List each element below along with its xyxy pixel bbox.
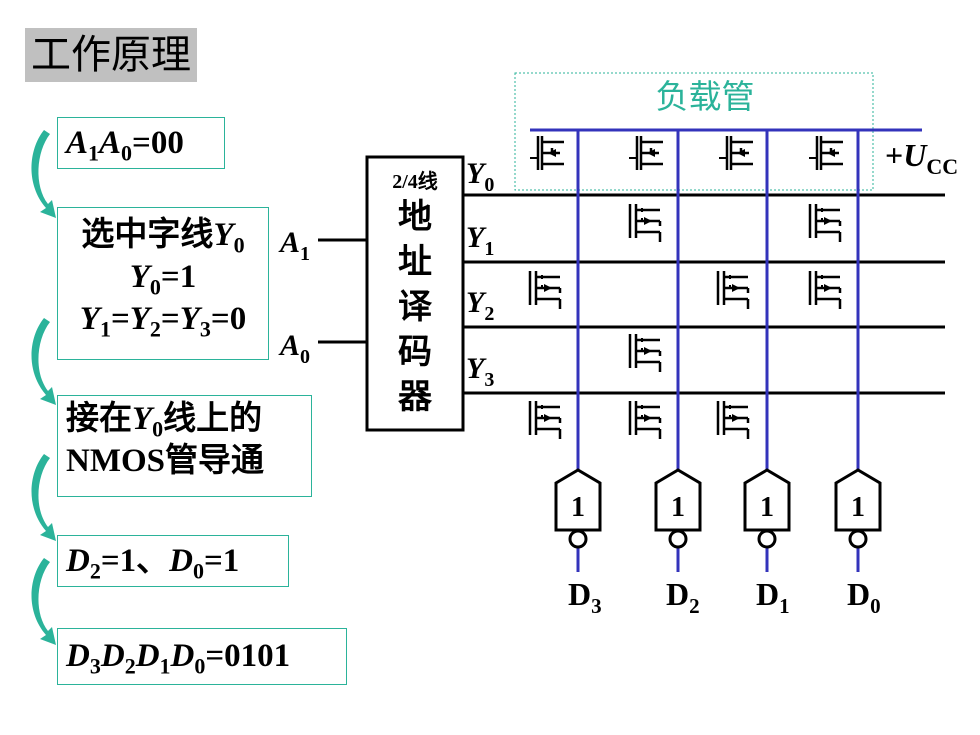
load-label: 负载管: [656, 77, 755, 116]
step-nmos-box: 接在Y0线上的 NMOS管导通: [57, 395, 312, 497]
input-a0-label: A0: [278, 329, 310, 368]
output-d1-label: D1: [756, 576, 790, 618]
decoder-block: [365, 155, 465, 432]
svg-text:1: 1: [571, 492, 585, 523]
output-d0-label: D0: [847, 576, 881, 618]
svg-text:译: 译: [398, 287, 433, 327]
buffer-d1: 1: [743, 468, 791, 549]
buffer-d0: 1: [834, 468, 882, 549]
input-a1-label: A1: [278, 226, 310, 265]
output-d3-label: D3: [568, 576, 602, 618]
svg-text:1: 1: [671, 492, 685, 523]
output-y0-label: Y0: [466, 157, 494, 196]
svg-text:器: 器: [398, 377, 433, 417]
svg-text:址: 址: [398, 242, 432, 282]
decoder-chars: 地 址 译 码 器: [398, 197, 433, 417]
svg-text:1: 1: [851, 492, 865, 523]
output-y2-label: Y2: [466, 286, 494, 325]
section-title: 工作原理: [25, 28, 197, 82]
step-data-box: D2=1、D0=1: [57, 535, 289, 587]
step-select-text: 选中字线: [81, 217, 214, 253]
supply-label: +UCC: [885, 137, 958, 179]
step-select-box: 选中字线Y0 Y0=1 Y1=Y2=Y3=0: [57, 207, 269, 360]
output-y1-label: Y1: [466, 221, 494, 260]
buffer-d2: 1: [654, 468, 702, 549]
step-output-box: D3D2D1D0=0101: [57, 628, 347, 685]
decoder-type-label: 2/4线: [392, 169, 438, 193]
output-d2-label: D2: [666, 576, 700, 618]
step-address-box: A1A0=00: [57, 117, 225, 169]
svg-text:码: 码: [398, 332, 432, 372]
svg-text:地: 地: [398, 197, 432, 237]
svg-text:1: 1: [760, 492, 774, 523]
step-nmos-text: NMOS管导通: [66, 443, 264, 479]
bit-lines: [576, 130, 860, 572]
output-buffers: 1 1 1 1: [554, 468, 882, 549]
word-lines: [463, 193, 945, 395]
output-y3-label: Y3: [466, 352, 494, 391]
flow-arrows: [31, 130, 56, 645]
buffer-d3: 1: [554, 468, 602, 549]
